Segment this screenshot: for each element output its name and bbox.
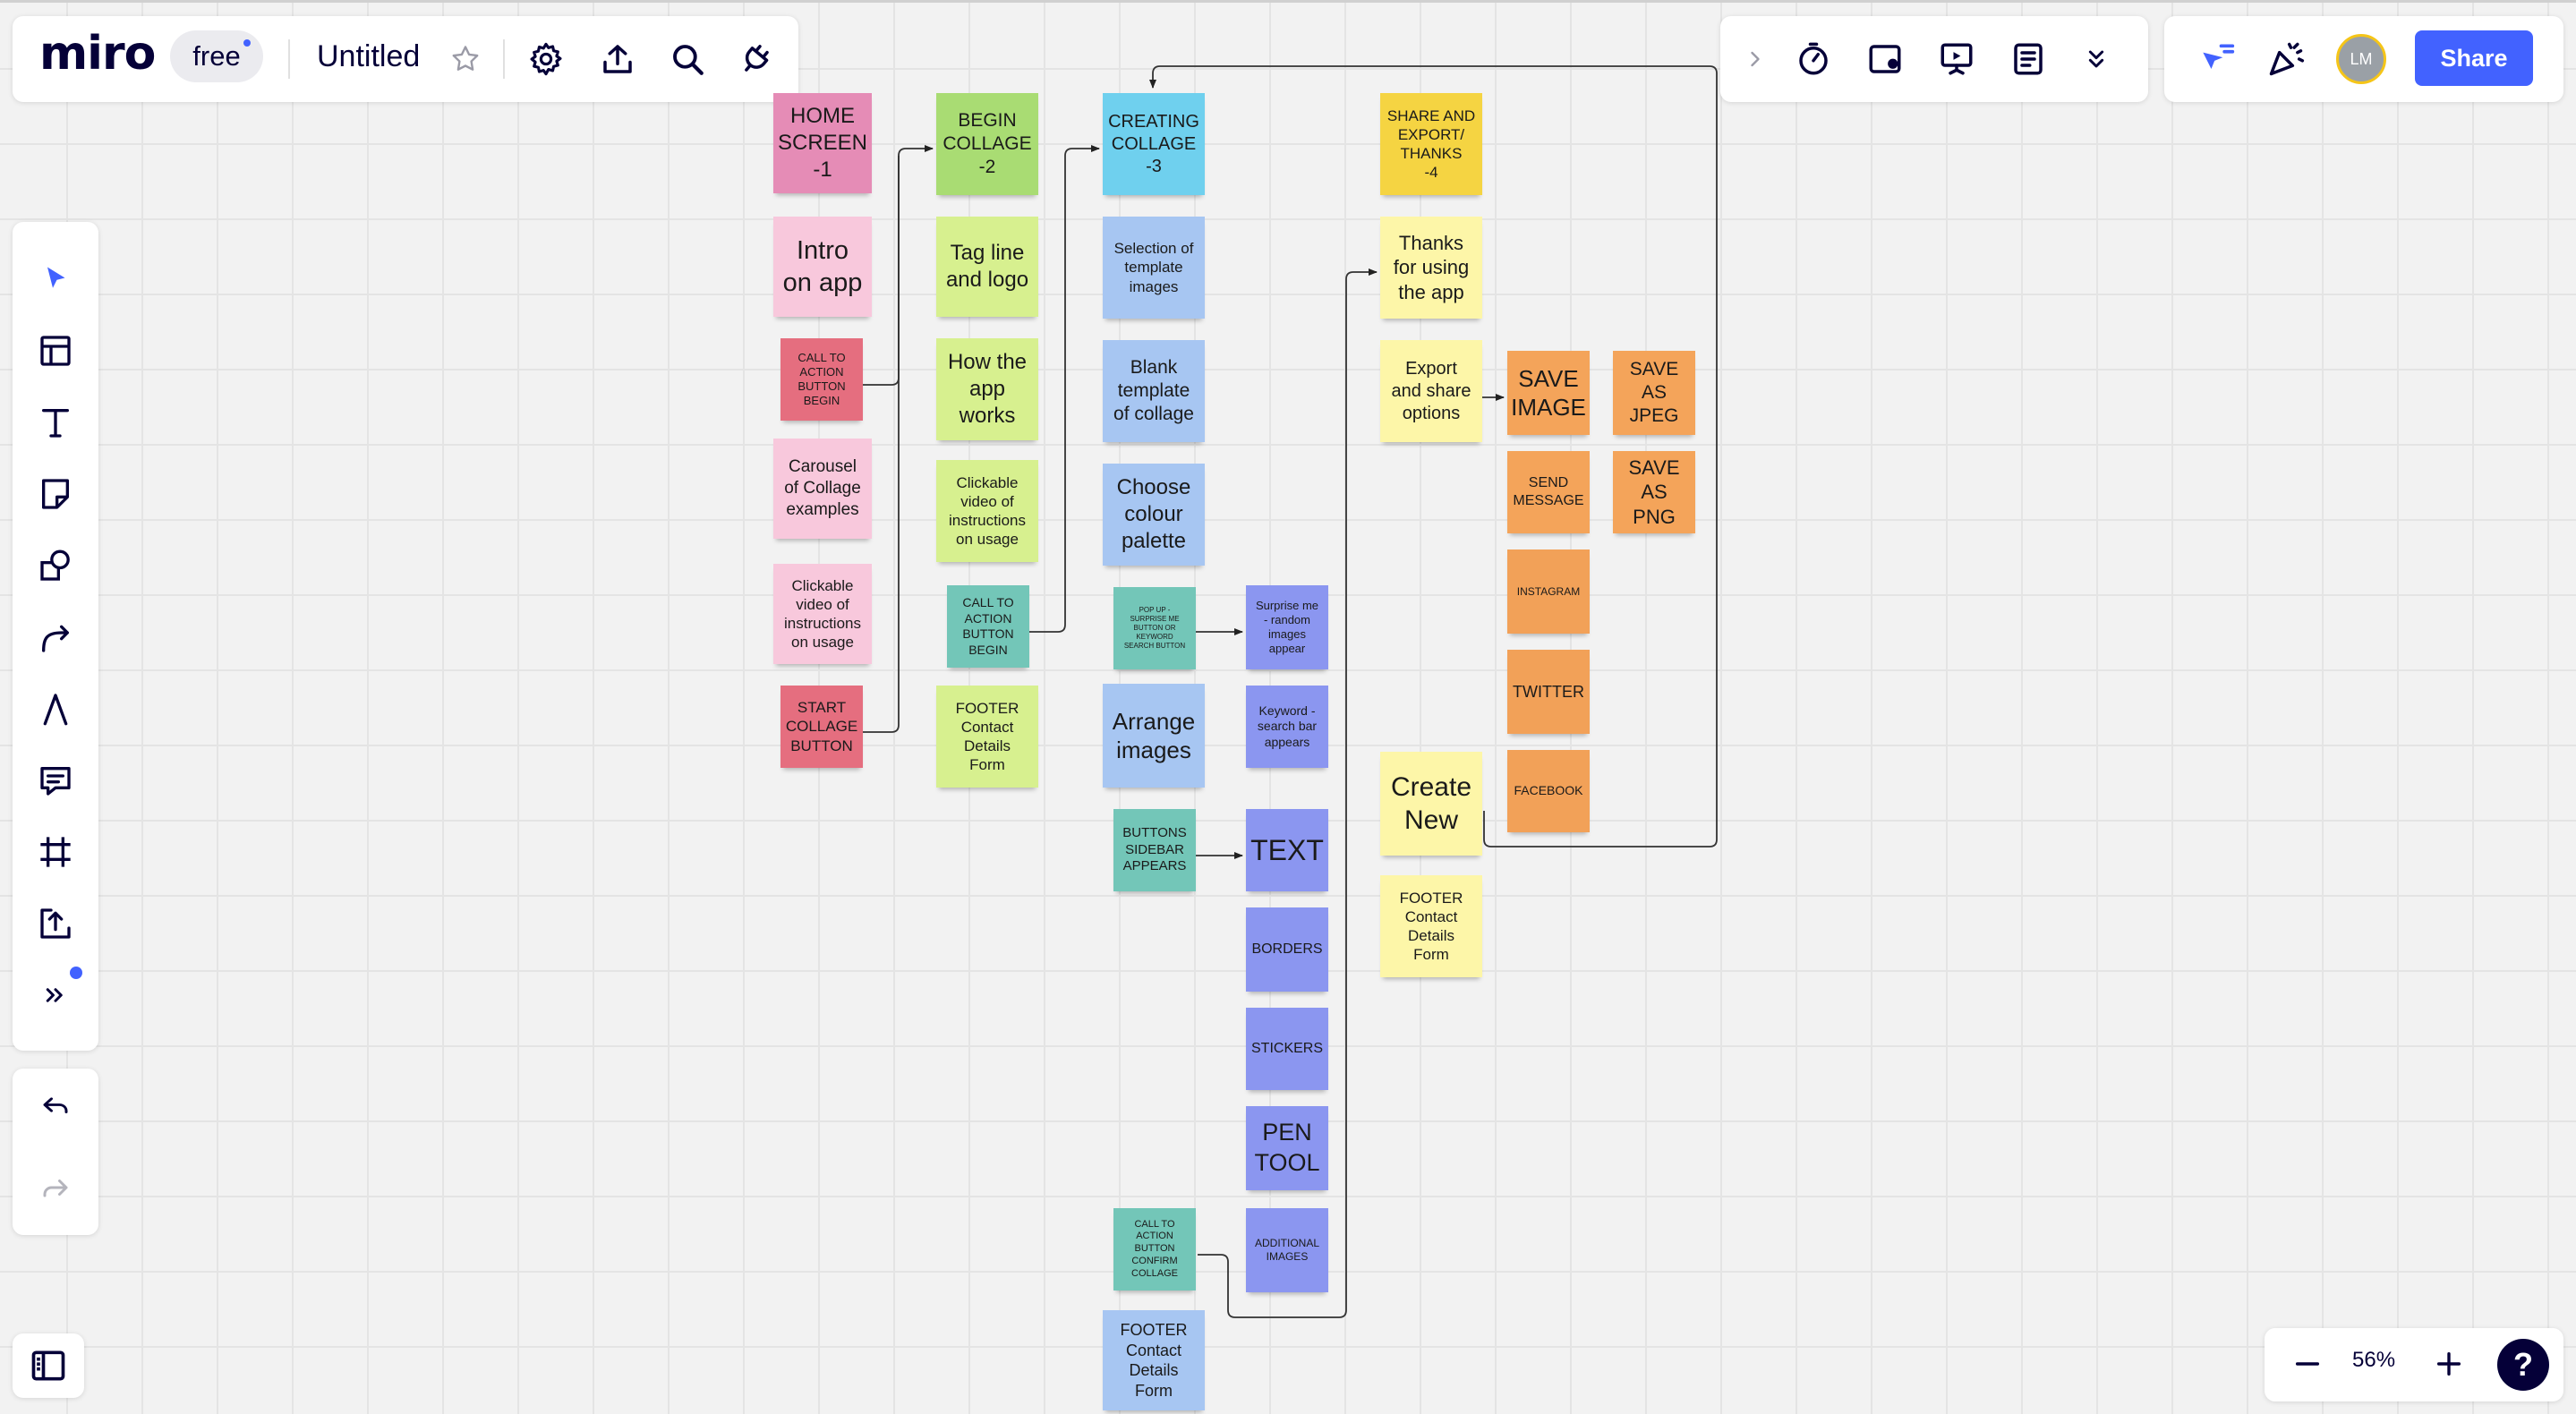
sticky-note[interactable]: Intro on app: [773, 217, 872, 317]
frame-tool-icon[interactable]: [34, 831, 77, 873]
header-divider: [288, 39, 290, 79]
sticky-note[interactable]: SEND MESSAGE: [1507, 451, 1590, 533]
sticky-note[interactable]: How the app works: [936, 338, 1038, 440]
connector-home-to-begin[interactable]: [863, 145, 934, 386]
notification-dot: [70, 967, 82, 979]
sticky-note[interactable]: Export and share options: [1380, 340, 1482, 442]
presentation-icon[interactable]: [1935, 38, 1978, 81]
select-tool-icon[interactable]: [34, 258, 77, 301]
sticky-note[interactable]: SAVE AS PNG: [1613, 451, 1695, 533]
sticky-note[interactable]: HOME SCREEN -1: [773, 93, 872, 193]
text-tool-icon[interactable]: [34, 401, 77, 444]
search-icon[interactable]: [666, 38, 709, 81]
sticky-note[interactable]: CALL TO ACTION BUTTON BEGIN: [780, 338, 863, 421]
miro-logo[interactable]: miro: [39, 27, 156, 81]
plug-icon[interactable]: [734, 38, 777, 81]
card-icon[interactable]: [1864, 38, 1906, 81]
sticky-note[interactable]: Surprise me - random images appear: [1246, 585, 1328, 669]
more-tools-icon[interactable]: [34, 974, 77, 1017]
zoom-in-icon[interactable]: [2427, 1342, 2470, 1385]
board-tools-panel: [1720, 16, 2148, 102]
pen-tool-icon[interactable]: [34, 687, 77, 730]
sticky-note[interactable]: Keyword - search bar appears: [1246, 686, 1328, 768]
celebrate-icon[interactable]: [2265, 38, 2307, 81]
connector-tool-icon[interactable]: [34, 616, 77, 659]
connector-confirm-to-thanks[interactable]: [1198, 268, 1378, 1318]
cursor-flag-icon[interactable]: [2195, 38, 2238, 81]
window-top-border: [0, 0, 2576, 3]
sticky-note[interactable]: FACEBOOK: [1507, 750, 1590, 832]
sticky-note[interactable]: PEN TOOL: [1246, 1106, 1328, 1190]
sticky-note[interactable]: Clickable video of instructions on usage: [936, 460, 1038, 562]
plan-badge[interactable]: free: [170, 30, 263, 82]
chevron-right-icon[interactable]: [1742, 41, 1769, 77]
board-title[interactable]: Untitled: [317, 39, 421, 73]
sticky-note[interactable]: STICKERS: [1246, 1008, 1328, 1090]
sticky-note[interactable]: CALL TO ACTION BUTTON BEGIN: [947, 585, 1029, 668]
avatar[interactable]: LM: [2336, 34, 2386, 84]
sticky-note[interactable]: Choose colour palette: [1103, 464, 1205, 566]
board-panel-toggle[interactable]: [13, 1333, 84, 1398]
plan-badge-dot: [243, 39, 251, 47]
help-button[interactable]: ?: [2497, 1339, 2549, 1391]
sticky-note[interactable]: TWITTER: [1507, 650, 1590, 734]
sticky-note[interactable]: INSTAGRAM: [1507, 549, 1590, 634]
double-chevron-down-icon[interactable]: [2078, 41, 2114, 77]
sticky-note[interactable]: Thanks for using the app: [1380, 217, 1482, 319]
sticky-note[interactable]: Create New: [1380, 752, 1482, 856]
gear-icon[interactable]: [525, 38, 567, 81]
notes-icon[interactable]: [2007, 38, 2050, 81]
sticky-note[interactable]: Arrange images: [1103, 684, 1205, 788]
sticky-note[interactable]: Selection of template images: [1103, 217, 1205, 319]
sticky-note[interactable]: CALL TO ACTION BUTTON CONFIRM COLLAGE: [1113, 1208, 1196, 1290]
sticky-note[interactable]: BUTTONS SIDEBAR APPEARS: [1113, 809, 1196, 891]
sticky-note[interactable]: CREATING COLLAGE -3: [1103, 93, 1205, 195]
comment-tool-icon[interactable]: [34, 759, 77, 802]
upload-icon[interactable]: [596, 38, 639, 81]
sticky-note[interactable]: FOOTER Contact Details Form: [1103, 1310, 1205, 1410]
zoom-level[interactable]: 56%: [2352, 1348, 2396, 1372]
share-button[interactable]: Share: [2415, 30, 2533, 86]
sticky-note[interactable]: SHARE AND EXPORT/ THANKS -4: [1380, 93, 1482, 195]
sticky-note[interactable]: SAVE AS JPEG: [1613, 351, 1695, 435]
sticky-note[interactable]: BEGIN COLLAGE -2: [936, 93, 1038, 195]
redo-icon[interactable]: [34, 1169, 77, 1212]
undo-icon[interactable]: [34, 1090, 77, 1133]
sticky-note[interactable]: SAVE IMAGE: [1507, 351, 1590, 435]
zoom-out-icon[interactable]: [2286, 1342, 2329, 1385]
sticky-note[interactable]: BORDERS: [1246, 907, 1328, 992]
star-icon[interactable]: [448, 41, 483, 77]
sticky-note[interactable]: TEXT: [1246, 809, 1328, 891]
sticky-note[interactable]: Carousel of Collage examples: [773, 439, 872, 539]
sticky-note[interactable]: Tag line and logo: [936, 217, 1038, 317]
templates-tool-icon[interactable]: [34, 329, 77, 372]
sticky-note-tool-icon[interactable]: [34, 473, 77, 515]
header-divider: [503, 39, 505, 79]
sticky-note[interactable]: POP UP - SURPRISE ME BUTTON OR KEYWORD S…: [1113, 587, 1196, 669]
upload-tool-icon[interactable]: [34, 902, 77, 945]
connector-start-to-begin[interactable]: [863, 156, 900, 733]
board-header-panel: [13, 16, 798, 102]
timer-icon[interactable]: [1792, 38, 1835, 81]
sidebar-panel-icon[interactable]: [25, 1342, 72, 1389]
sticky-note[interactable]: START COLLAGE BUTTON: [780, 686, 863, 768]
sticky-note[interactable]: FOOTER Contact Details Form: [936, 686, 1038, 788]
undo-redo-panel: [13, 1069, 98, 1235]
sticky-note[interactable]: ADDITIONAL IMAGES: [1246, 1208, 1328, 1292]
shapes-tool-icon[interactable]: [34, 544, 77, 587]
connector-begin-to-create[interactable]: [1029, 145, 1100, 633]
sticky-note[interactable]: Blank template of collage: [1103, 340, 1205, 442]
sticky-note[interactable]: Clickable video of instructions on usage: [773, 564, 872, 664]
connector-createnew-to-creating[interactable]: [1149, 65, 1718, 848]
sticky-note[interactable]: FOOTER Contact Details Form: [1380, 875, 1482, 977]
